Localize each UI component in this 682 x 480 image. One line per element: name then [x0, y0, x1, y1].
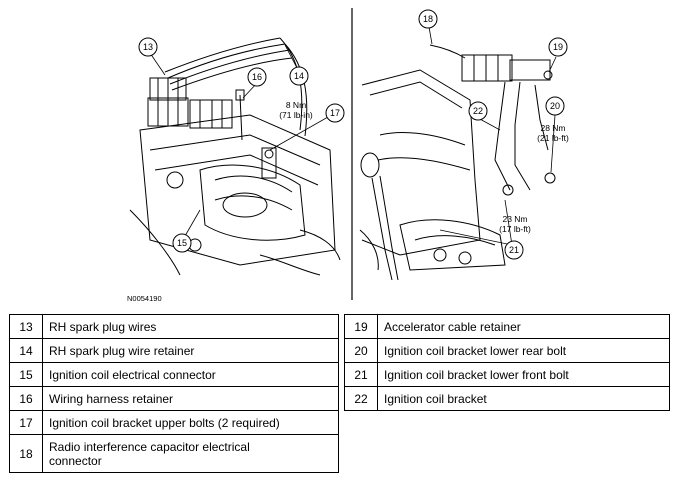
legend-description: Wiring harness retainer: [42, 386, 339, 411]
callout-18: 18: [418, 9, 438, 29]
legend-table-right: 19 Accelerator cable retainer 20 Ignitio…: [344, 314, 670, 411]
legend-row: 17 Ignition coil bracket upper bolts (2 …: [9, 410, 339, 435]
callout-20: 20: [545, 96, 565, 116]
legend-row: 13 RH spark plug wires: [9, 314, 339, 339]
svg-text:21: 21: [509, 245, 519, 255]
svg-text:18: 18: [423, 14, 433, 24]
svg-text:15: 15: [177, 238, 187, 248]
legend-description: Ignition coil bracket: [377, 386, 670, 411]
svg-text:22: 22: [473, 106, 483, 116]
legend-number: 22: [344, 386, 378, 411]
legend-table-left: 13 RH spark plug wires 14 RH spark plug …: [9, 314, 339, 473]
right-engine-illustration: [359, 44, 556, 281]
torque-right-upper-alt: (21 lb-ft): [537, 133, 569, 143]
callout-16: 16: [247, 67, 267, 87]
legend-description: Ignition coil bracket lower front bolt: [377, 362, 670, 387]
legend-row: 16 Wiring harness retainer: [9, 386, 339, 411]
legend-number: 19: [344, 314, 378, 339]
legend-description: Ignition coil bracket lower rear bolt: [377, 338, 670, 363]
legend-row: 22 Ignition coil bracket: [344, 386, 670, 411]
legend-description-line1: Radio interference capacitor electrical: [49, 439, 250, 454]
torque-right-lower-alt: (17 lb-ft): [499, 224, 531, 234]
torque-left-value: 8 Nm: [286, 100, 306, 110]
svg-text:16: 16: [252, 72, 262, 82]
legend-description-line2: connector: [49, 453, 102, 468]
legend-row: 19 Accelerator cable retainer: [344, 314, 670, 339]
legend-row: 15 Ignition coil electrical connector: [9, 362, 339, 387]
torque-right-lower-value: 23 Nm: [502, 214, 527, 224]
callout-17: 17: [325, 103, 345, 123]
callout-15: 15: [172, 233, 192, 253]
legend-description: Ignition coil bracket upper bolts (2 req…: [42, 410, 339, 435]
callout-19: 19: [548, 37, 568, 57]
legend-description: Accelerator cable retainer: [377, 314, 670, 339]
svg-text:13: 13: [143, 42, 153, 52]
callout-13: 13: [138, 37, 158, 57]
callout-22: 22: [468, 101, 488, 121]
legend-number: 18: [9, 434, 43, 473]
callout-21: 21: [504, 240, 524, 260]
callout-14: 14: [289, 66, 309, 86]
legend-description: RH spark plug wire retainer: [42, 338, 339, 363]
legend-description: RH spark plug wires: [42, 314, 339, 339]
torque-right-upper-value: 28 Nm: [540, 123, 565, 133]
svg-text:19: 19: [553, 42, 563, 52]
svg-text:17: 17: [330, 108, 340, 118]
figure-id: N0054190: [127, 294, 162, 303]
legend-number: 21: [344, 362, 378, 387]
legend-row: 14 RH spark plug wire retainer: [9, 338, 339, 363]
legend-description: Radio interference capacitor electrical …: [42, 434, 339, 473]
legend-description: Ignition coil electrical connector: [42, 362, 339, 387]
legend-number: 20: [344, 338, 378, 363]
engine-diagram: 13 14 16 17 15 8 Nm (71 lb-in) N0054190: [127, 8, 569, 303]
legend-row: 20 Ignition coil bracket lower rear bolt: [344, 338, 670, 363]
legend-number: 15: [9, 362, 43, 387]
legend-number: 17: [9, 410, 43, 435]
legend-row: 21 Ignition coil bracket lower front bol…: [344, 362, 670, 387]
svg-text:14: 14: [294, 71, 304, 81]
legend-number: 13: [9, 314, 43, 339]
left-engine-illustration: [129, 37, 341, 276]
svg-text:20: 20: [550, 101, 560, 111]
legend-number: 16: [9, 386, 43, 411]
legend-number: 14: [9, 338, 43, 363]
legend-row: 18 Radio interference capacitor electric…: [9, 434, 339, 473]
torque-left-alt: (71 lb-in): [279, 110, 313, 120]
